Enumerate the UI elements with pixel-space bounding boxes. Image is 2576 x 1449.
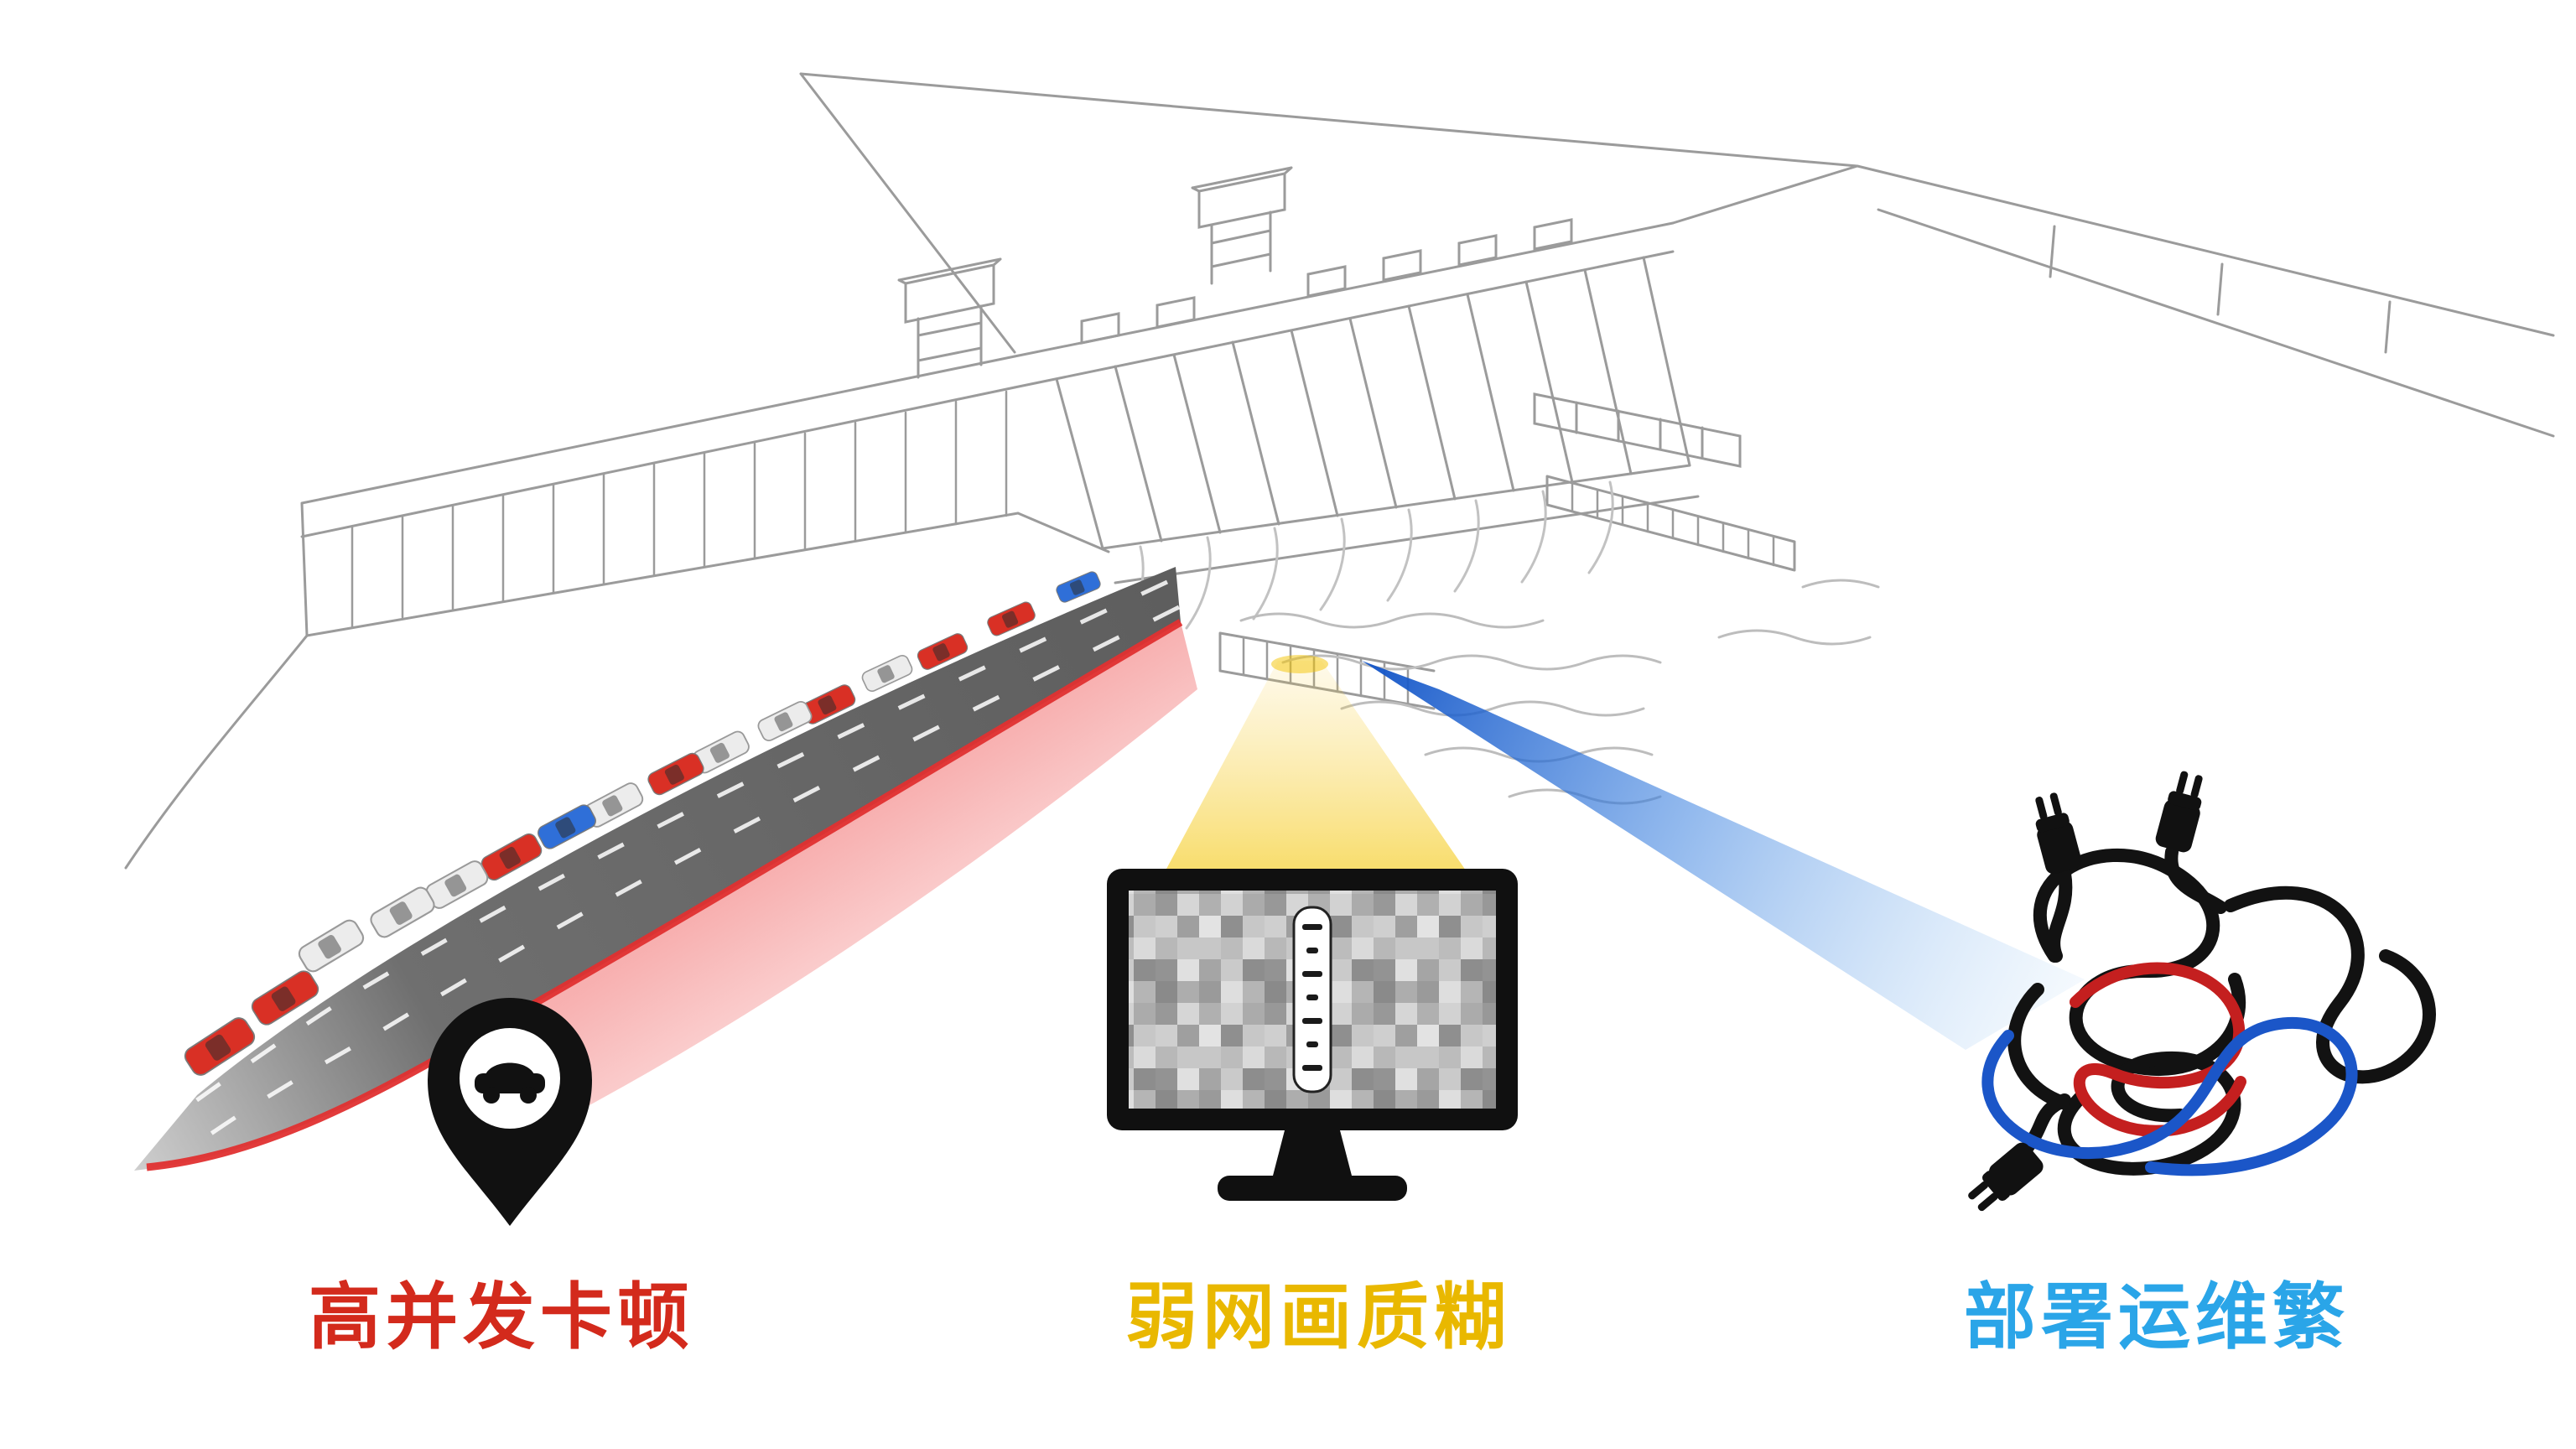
caption-weak-network: 弱网画质糊 — [1125, 1277, 1511, 1358]
road — [134, 567, 1183, 1171]
hoist-tower-right — [1191, 166, 1293, 285]
power-plug-icon — [1968, 771, 2203, 1212]
blue-cable — [1981, 1017, 2358, 1176]
car-location-pin-icon — [428, 998, 592, 1226]
tangled-power-cables-icon — [1968, 771, 2436, 1212]
hoist-tower-left — [897, 257, 1002, 379]
yellow-beam — [1166, 655, 1466, 870]
car-glyph — [475, 1062, 545, 1104]
dam-sketch — [124, 72, 2555, 870]
traffic-jam-cars — [184, 571, 1101, 1076]
monitor-stand — [1273, 1130, 1352, 1176]
caption-deployment-ops: 部署运维繁 — [1964, 1277, 2350, 1358]
caption-high-concurrency: 高并发卡顿 — [309, 1277, 694, 1358]
blue-beam — [1362, 661, 2085, 1050]
spillway-water — [1118, 480, 1614, 639]
pixelated-monitor-icon — [1107, 869, 1518, 1201]
lane-markings — [163, 579, 1181, 1158]
quality-slider — [1292, 906, 1332, 1093]
congestion-edge-stripe — [146, 619, 1183, 1171]
congestion-glow — [453, 622, 1197, 1111]
